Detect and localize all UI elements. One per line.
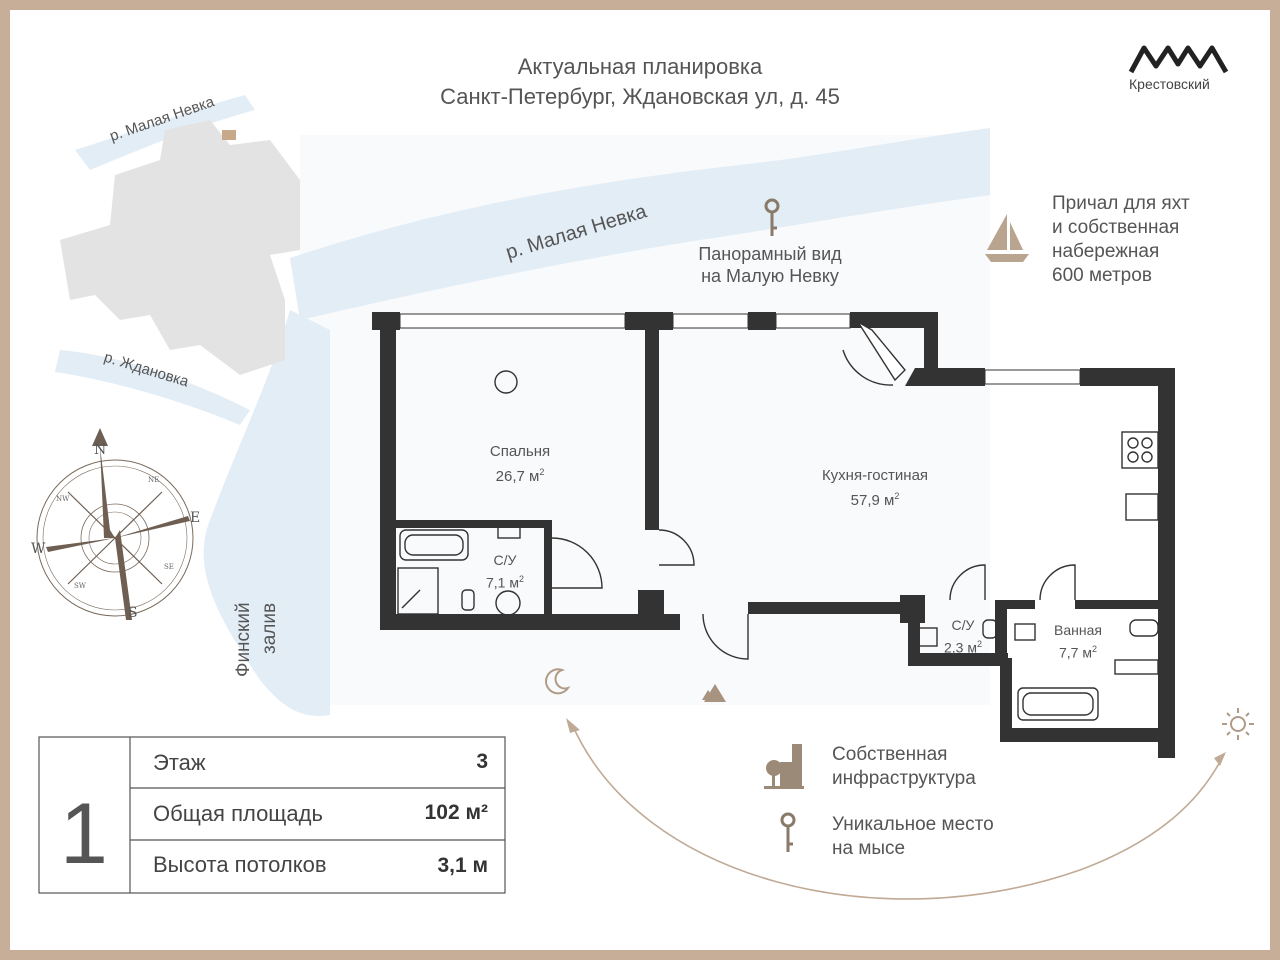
sq-sup: 2 (518, 574, 524, 584)
sun-icon (1222, 708, 1254, 740)
compass-sw: SW (74, 582, 86, 590)
view-line-2: на Малую Невку (701, 266, 839, 286)
sq-sup: 2 (976, 639, 982, 649)
compass-nw: NW (56, 495, 70, 503)
row-area-value: 102 м² (424, 801, 488, 824)
compass-s: S (128, 605, 138, 621)
sailboat-icon (985, 214, 1029, 262)
walls (372, 312, 1175, 758)
gulf (203, 310, 330, 716)
bathroom-area: 7,7 м (1059, 644, 1092, 661)
view-line-1: Панорамный вид (698, 244, 842, 264)
room-bath2: С/У 2,3 м2 (928, 616, 998, 658)
yacht-line-4: 600 метров (1052, 265, 1152, 286)
yacht-line-2: и собственная (1052, 217, 1180, 238)
page-subtitle: Санкт-Петербург, Ждановская ул, д. 45 (440, 84, 840, 109)
room-bedroom: Спальня 26,7 м2 (460, 442, 580, 487)
room-bath1: С/У 7,1 м2 (470, 551, 540, 593)
room-kitchen: Кухня-гостиная 57,9 м2 (800, 466, 950, 511)
bedroom-name: Спальня (489, 443, 551, 460)
fixtures (397, 370, 1159, 721)
legend-unique-1: Уникальное место (832, 814, 994, 835)
sun-path (571, 723, 1223, 900)
row-area-label: Общая площадь (153, 801, 323, 826)
bath1-name: С/У (493, 552, 517, 568)
row-floor-value: 3 (476, 750, 488, 773)
apartment-number: 1 (60, 786, 108, 882)
building-marker (222, 130, 236, 140)
sq-sup: 2 (1091, 644, 1097, 654)
moon-icon (545, 668, 571, 695)
kitchen-name: Кухня-гостиная (821, 467, 929, 484)
compass-w: W (31, 541, 46, 557)
legend-infra-1: Собственная (832, 744, 948, 765)
legend-infra-2: инфраструктура (832, 768, 976, 789)
pin-icon (764, 198, 780, 236)
compass-ne: NE (148, 476, 160, 484)
compass-e: E (190, 510, 201, 526)
room-bathroom: Ванная 7,7 м2 (1036, 621, 1120, 663)
legend-unique-2: на мысе (832, 838, 906, 859)
bathroom-name: Ванная (1054, 622, 1102, 638)
kitchen-area: 57,9 м (850, 492, 895, 509)
river-zhdanovka (55, 350, 250, 425)
key-pin-icon (780, 812, 796, 852)
windows (399, 313, 1081, 385)
logo-icon (1128, 45, 1229, 74)
row-height-label: Высота потолков (153, 852, 327, 877)
sq-sup: 2 (539, 467, 545, 477)
compass-rose-icon (36, 428, 194, 620)
river-malaya-nevka (290, 128, 990, 320)
bath2-name: С/У (951, 617, 975, 633)
bedroom-area: 26,7 м (495, 468, 540, 485)
logo-text: Крестовский (1129, 76, 1210, 92)
doors (551, 321, 1076, 660)
row-floor-label: Этаж (153, 750, 206, 775)
yacht-line-3: набережная (1052, 241, 1160, 262)
bath2-area: 2,3 м (944, 639, 977, 656)
compass-se: SE (164, 563, 174, 571)
entrance-marker (704, 684, 726, 702)
row-height-value: 3,1 м (437, 854, 488, 877)
page-title: Актуальная планировка (517, 54, 763, 79)
sq-sup: 2 (894, 491, 900, 501)
bath1-area: 7,1 м (486, 574, 519, 591)
island-shape (60, 120, 300, 375)
yacht-line-1: Причал для яхт (1052, 193, 1190, 214)
compass-n: N (94, 442, 107, 458)
infrastructure-icon (764, 744, 804, 789)
